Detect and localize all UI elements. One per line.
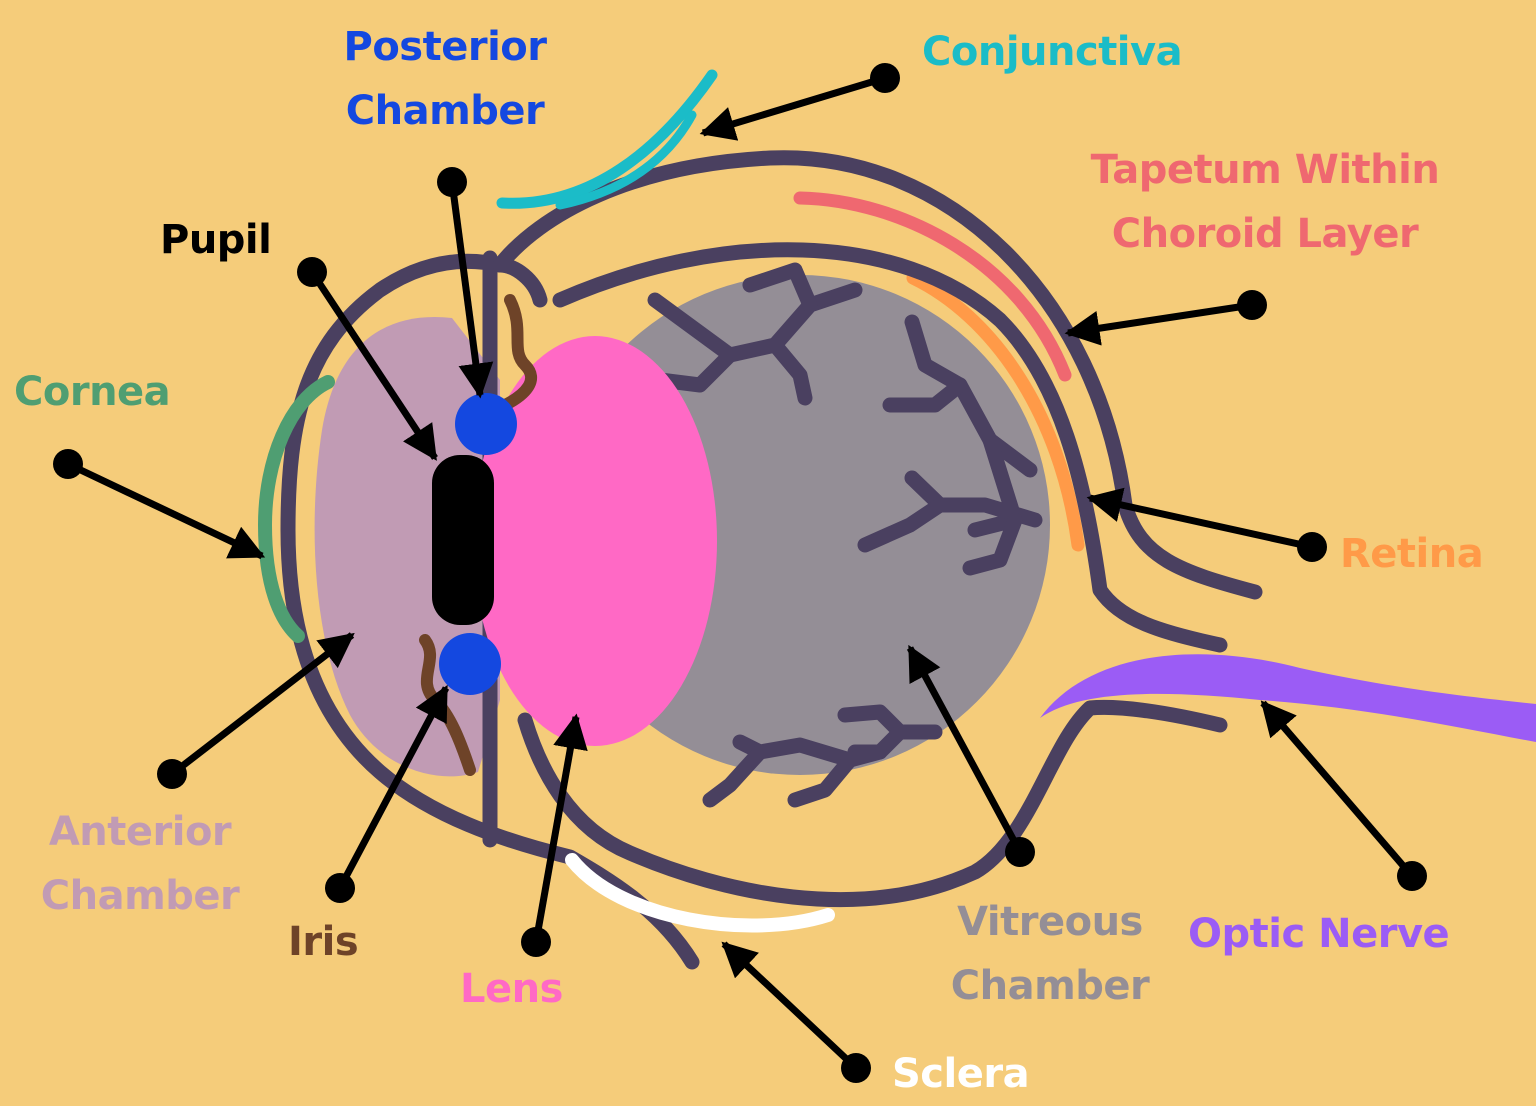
- posterior-chamber-bottom: [439, 633, 501, 695]
- pupil-shape: [432, 455, 494, 625]
- pointer-anterior-chamber: [157, 632, 355, 789]
- pointer-optic-nerve: [1260, 700, 1427, 891]
- posterior-chamber-top: [455, 393, 517, 455]
- pointer-lens: [521, 713, 588, 957]
- pointers: [53, 63, 1427, 1083]
- label-vitreous-chamber: Vitreous Chamber: [950, 899, 1150, 1009]
- retina-shape: [906, 271, 1085, 552]
- pointer-tapetum: [1064, 290, 1267, 346]
- pointer-iris: [325, 684, 450, 903]
- label-anterior-chamber: Anterior Chamber: [40, 809, 240, 919]
- label-posterior-chamber: Posterior Chamber: [343, 24, 548, 134]
- pointer-sclera: [721, 941, 871, 1083]
- pointer-retina: [1086, 487, 1327, 562]
- optic-nerve-shape: [1040, 654, 1536, 742]
- label-pupil: Pupil: [160, 217, 272, 263]
- label-iris: Iris: [288, 919, 359, 965]
- label-cornea: Cornea: [14, 369, 171, 415]
- label-conjunctiva: Conjunctiva: [922, 29, 1183, 75]
- blood-vessels: [647, 262, 1043, 808]
- pointer-cornea: [53, 449, 266, 560]
- pointer-vitreous-chamber: [906, 644, 1035, 867]
- label-sclera: Sclera: [892, 1051, 1030, 1097]
- conjunctiva-shape: [496, 69, 718, 209]
- label-lens: Lens: [460, 966, 563, 1012]
- sclera-shape: [565, 853, 835, 933]
- pointer-conjunctiva: [699, 63, 900, 141]
- cornea-shape: [257, 375, 335, 643]
- pointer-posterior-chamber: [437, 167, 494, 399]
- lens-shape: [473, 336, 717, 746]
- label-tapetum: Tapetum Within Choroid Layer: [1090, 147, 1440, 257]
- tapetum-shape: [793, 191, 1072, 382]
- pointer-pupil: [297, 257, 438, 461]
- label-optic-nerve: Optic Nerve: [1188, 911, 1450, 957]
- label-retina: Retina: [1340, 531, 1484, 577]
